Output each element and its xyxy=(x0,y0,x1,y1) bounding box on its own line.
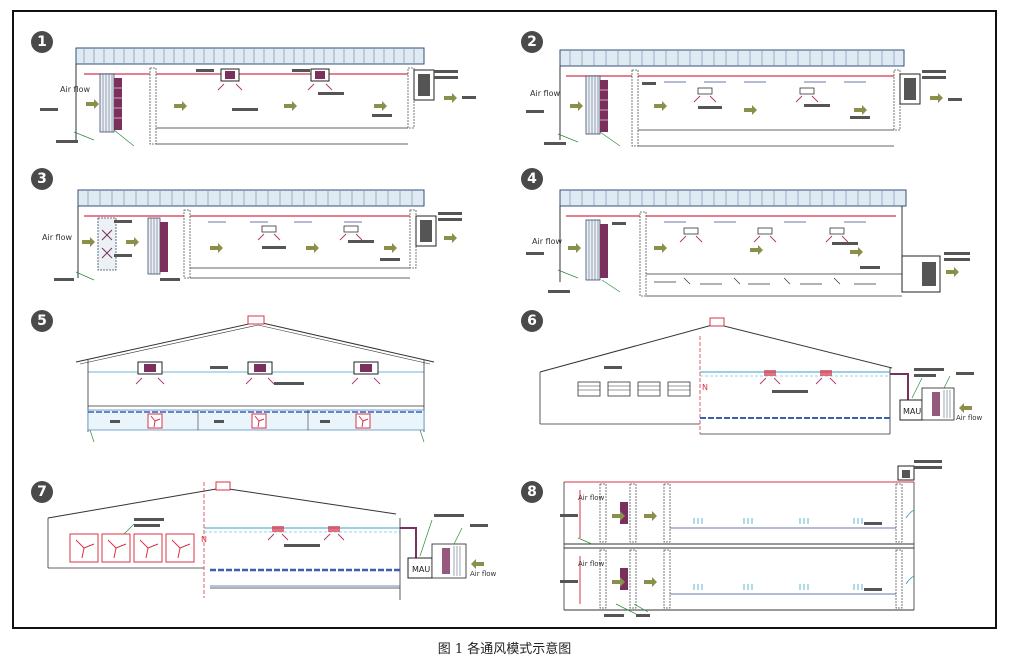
panel-5: 5 xyxy=(14,302,504,452)
panel-8: 8 xyxy=(504,452,996,622)
panel-6: 6 N xyxy=(504,302,996,452)
panel-1: 1 xyxy=(14,12,504,162)
panel-3: 3 xyxy=(14,160,504,300)
panel-number-badge: 4 xyxy=(521,168,543,190)
panel-4: 4 xyxy=(504,160,996,300)
panel-number-badge: 6 xyxy=(521,310,543,332)
diagram-mode-5 xyxy=(75,315,435,443)
air-flow-label: Air flow xyxy=(956,414,983,422)
air-flow-label: Air flow xyxy=(532,237,562,246)
panel-number-badge: 3 xyxy=(31,168,53,190)
panel-number-badge: 1 xyxy=(31,31,53,53)
figure-frame: 1 xyxy=(12,10,997,629)
panel-number-badge: 2 xyxy=(521,31,543,53)
diagram-mode-4: Air flow xyxy=(526,189,970,297)
diagram-mode-7: N MAU xyxy=(47,481,497,600)
air-flow-label: Air flow xyxy=(578,494,605,502)
n-mark-label: N xyxy=(702,383,708,392)
diagram-mode-3: Air flow xyxy=(42,189,462,281)
panel-number-badge: 8 xyxy=(521,481,543,503)
panel-number-badge: 5 xyxy=(31,310,53,332)
panel-7: 7 N xyxy=(14,452,504,622)
diagram-mode-8: Air flow Air flow xyxy=(560,460,942,617)
panel-number-badge: 7 xyxy=(31,481,53,503)
mau-label: MAU xyxy=(903,407,921,416)
air-flow-label: Air flow xyxy=(530,89,560,98)
diagram-mode-1: Air flow xyxy=(40,47,476,147)
panel-2: 2 xyxy=(504,12,996,162)
air-flow-label: Air flow xyxy=(578,560,605,568)
figure-caption: 图 1 各通风模式示意图 xyxy=(437,642,572,657)
n-mark-label: N xyxy=(201,535,207,544)
air-flow-label: Air flow xyxy=(42,233,72,242)
mau-label: MAU xyxy=(412,565,430,574)
diagram-mode-6: N MAU Air flow xyxy=(539,317,983,435)
air-flow-label: Air flow xyxy=(470,570,497,578)
diagram-mode-2: Air flow xyxy=(526,49,962,147)
air-flow-label: Air flow xyxy=(60,85,90,94)
